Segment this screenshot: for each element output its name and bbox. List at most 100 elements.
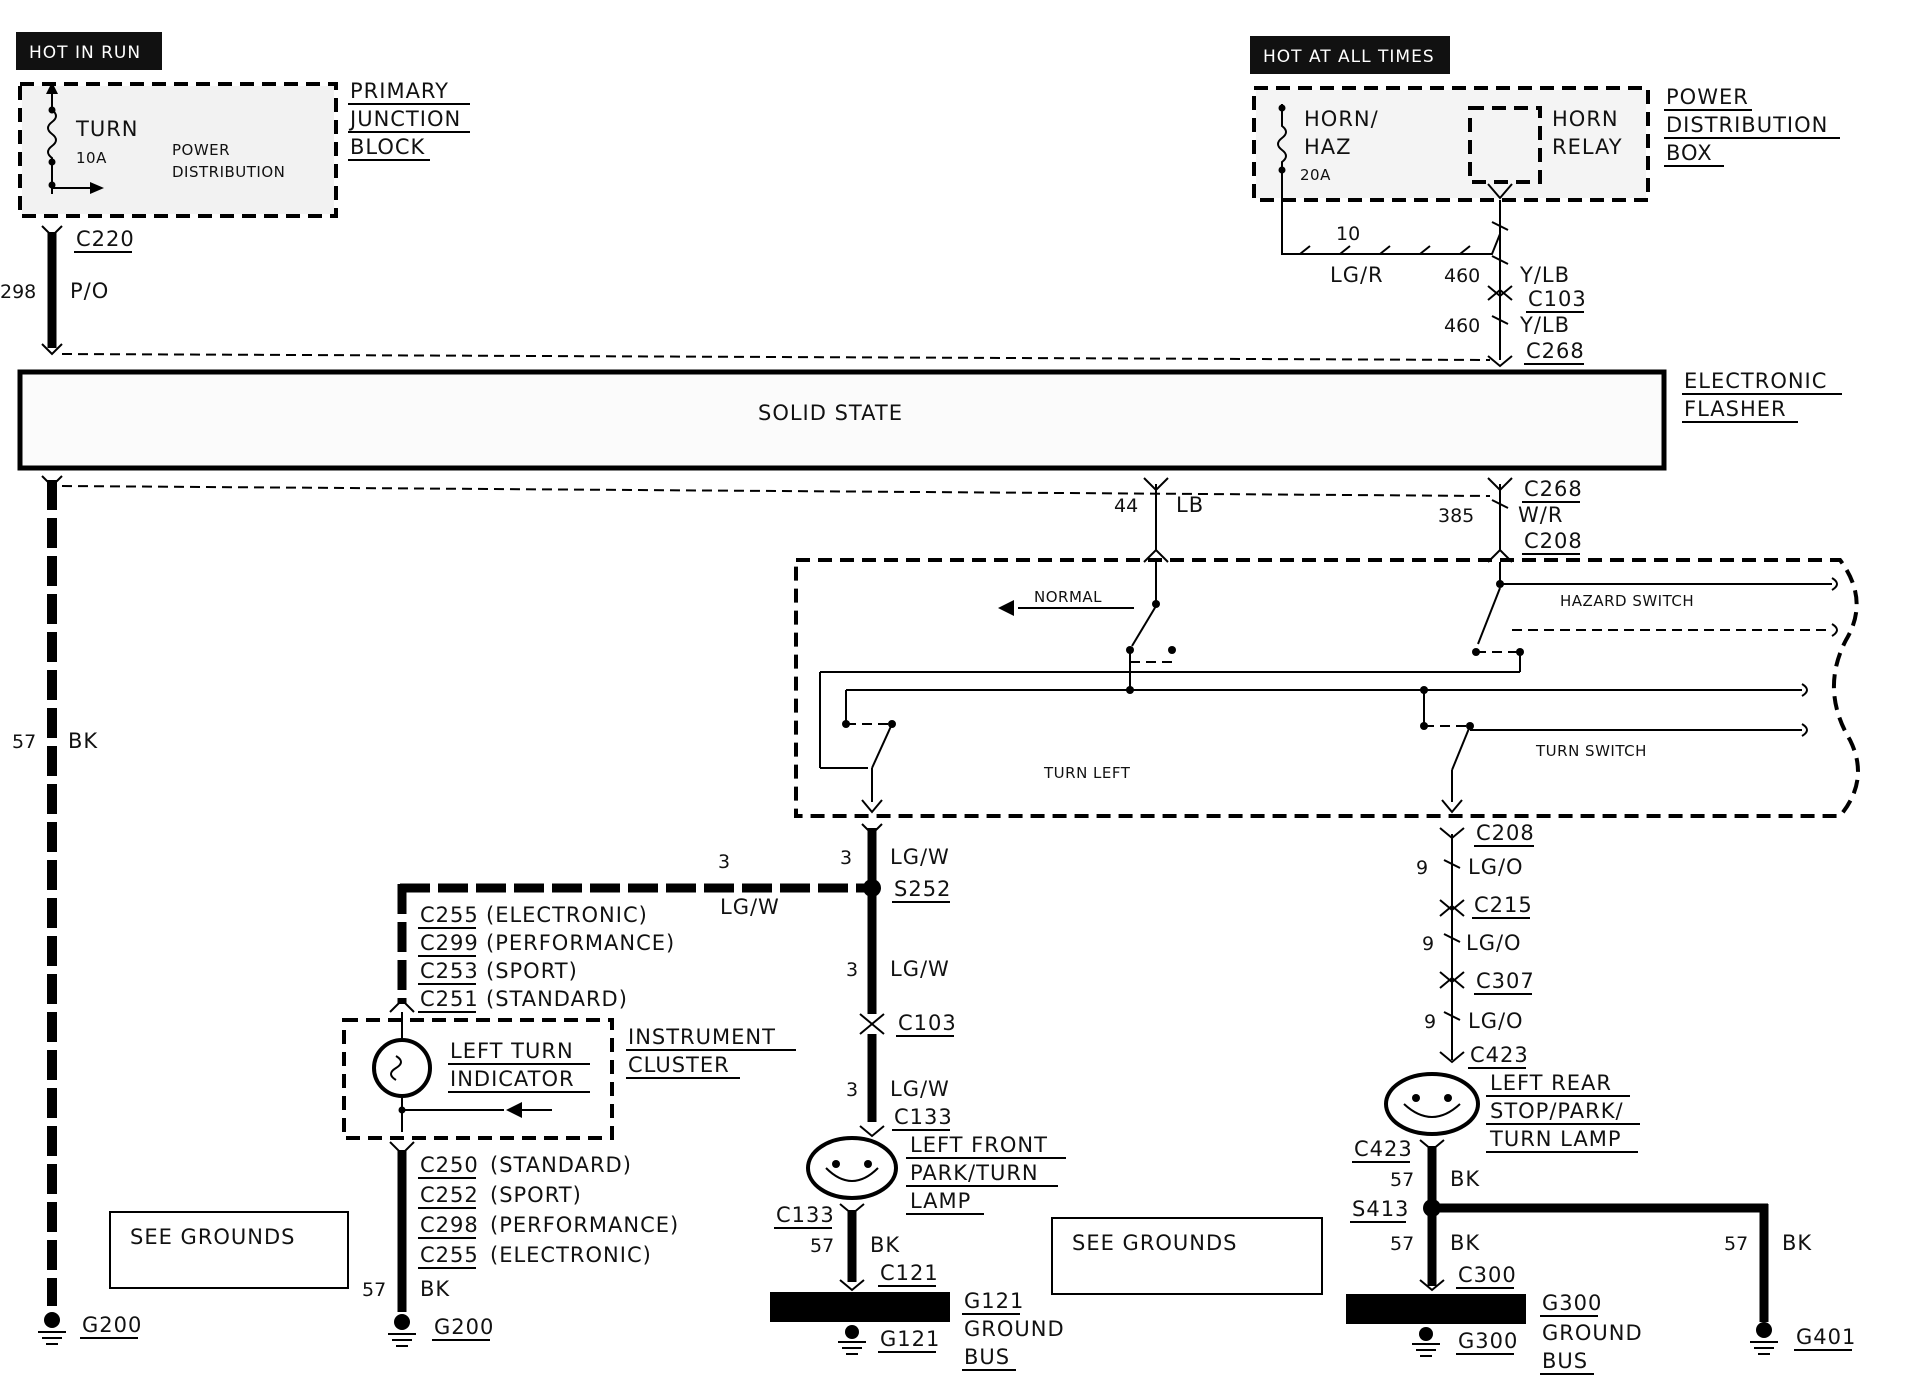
turn-fuse-label: TURN [75, 117, 139, 141]
left-turn-indicator-label-1: LEFT TURN [450, 1039, 574, 1063]
c268a-label: C268 [1526, 339, 1585, 363]
left-rear-label-2: STOP/PARK/ [1490, 1099, 1624, 1123]
c255-label: C255 [420, 903, 479, 927]
g200-cluster-label: G200 [434, 1315, 494, 1339]
primary-junction-block-box [18, 82, 338, 218]
wire-9a-number: 9 [1416, 857, 1428, 879]
left-front-label-3: LAMP [910, 1189, 971, 1213]
wire-ylb-b-color: Y/LB [1519, 313, 1570, 337]
c250-type: (STANDARD) [490, 1153, 632, 1177]
wire-lgo-a-color: LG/O [1468, 855, 1524, 879]
wire-9c-number: 9 [1424, 1011, 1436, 1033]
c121-label: C121 [880, 1261, 939, 1285]
normal-label: NORMAL [1034, 588, 1102, 606]
electronic-flasher [17, 369, 1667, 471]
arrow-icon [90, 182, 104, 194]
c208a-label: C208 [1524, 529, 1583, 553]
flasher-name-2: FLASHER [1684, 397, 1787, 421]
pjb-name-1: PRIMARY [350, 79, 449, 103]
horn-haz-label-2: HAZ [1304, 135, 1352, 159]
hazard-turn-switch-box [794, 558, 1860, 818]
turn-switch-label: TURN SWITCH [1535, 742, 1647, 760]
s252-splice [863, 879, 881, 897]
instrument-cluster-box [342, 1018, 614, 1140]
ground-icon [388, 1314, 416, 1347]
instrument-cluster-label-1: INSTRUMENT [628, 1025, 776, 1049]
c299-label: C299 [420, 931, 479, 955]
horn-haz-label-1: HORN/ [1304, 107, 1379, 131]
c268b-label: C268 [1524, 477, 1583, 501]
left-rear-label-1: LEFT REAR [1490, 1071, 1612, 1095]
c133a-label: C133 [894, 1105, 953, 1129]
c299-type: (PERFORMANCE) [486, 931, 675, 955]
c133b-label: C133 [776, 1203, 835, 1227]
g121-label-a: G121 [964, 1289, 1024, 1313]
c423a-label: C423 [1470, 1043, 1529, 1067]
distribution-label: DISTRIBUTION [172, 163, 285, 181]
wire-57-number: 57 [12, 731, 36, 753]
c255b-type: (ELECTRONIC) [490, 1243, 652, 1267]
pdb-name-1: POWER [1666, 85, 1749, 109]
left-front-label-2: PARK/TURN [910, 1161, 1039, 1185]
c298-type: (PERFORMANCE) [490, 1213, 679, 1237]
wire-57a-number: 57 [1390, 1169, 1414, 1191]
see-grounds-right: SEE GROUNDS [1072, 1231, 1238, 1255]
wire-3b-number: 3 [840, 847, 852, 869]
wire-lgw-c-color: LG/W [890, 957, 950, 981]
see-grounds-box-right [1051, 1217, 1323, 1295]
c103a-label: C103 [1528, 287, 1587, 311]
wire-bk-center-color: BK [870, 1233, 900, 1257]
wire-3a-number: 3 [718, 851, 730, 873]
ground-icon [38, 1312, 66, 1345]
c103-center-label: C103 [898, 1011, 957, 1035]
wire-57-center-number: 57 [810, 1235, 834, 1257]
ground-bus-2-label-2: BUS [1542, 1349, 1588, 1373]
hot-at-all-times-tag: HOT AT ALL TIMES [1263, 47, 1435, 67]
left-turn-indicator-label-2: INDICATOR [450, 1067, 575, 1091]
s252-label: S252 [894, 877, 951, 901]
wire-460b-number: 460 [1444, 315, 1480, 337]
hot-in-run-tag: HOT IN RUN [29, 43, 141, 63]
horn-relay-label-1: HORN [1552, 107, 1619, 131]
instrument-cluster-label-2: CLUSTER [628, 1053, 730, 1077]
pjb-name-3: BLOCK [350, 135, 426, 159]
c215-label: C215 [1474, 893, 1533, 917]
wire-bk-color: BK [68, 729, 98, 753]
ground-bus-2-label-1: GROUND [1542, 1321, 1643, 1345]
turn-fuse-amps: 10A [76, 149, 107, 167]
c251-type: (STANDARD) [486, 987, 628, 1011]
c250-label: C250 [420, 1153, 479, 1177]
hot-at-all-times-tag-bg [1250, 36, 1450, 74]
wire-po-color: P/O [70, 279, 109, 303]
cluster-arrow-icon [506, 1102, 522, 1118]
s413-splice [1423, 1199, 1441, 1217]
g200-left-label: G200 [82, 1313, 142, 1337]
c220-label: C220 [76, 227, 135, 251]
c307-label: C307 [1476, 969, 1535, 993]
pjb-name-2: JUNCTION [348, 107, 461, 131]
c423b-label: C423 [1354, 1137, 1413, 1161]
wire-wr-color: W/R [1518, 503, 1563, 527]
ground-bus-1-label-2: BUS [964, 1345, 1010, 1369]
wire-bk-c-color: BK [1782, 1231, 1812, 1255]
s413-label: S413 [1352, 1197, 1409, 1221]
c252-type: (SPORT) [490, 1183, 582, 1207]
g300-ground-bus [1346, 1294, 1526, 1324]
wire-298-number: 298 [0, 281, 36, 303]
c208-right-label: C208 [1476, 821, 1535, 845]
horn-relay-label-2: RELAY [1552, 135, 1623, 159]
horn-haz-fuse-icon [1277, 104, 1287, 186]
wire-460a-number: 460 [1444, 265, 1480, 287]
c253-type: (SPORT) [486, 959, 578, 983]
wire-lb-color: LB [1176, 493, 1204, 517]
see-grounds-box-left [109, 1211, 349, 1289]
see-grounds-left: SEE GROUNDS [130, 1225, 296, 1249]
wire-lgr-color: LG/R [1330, 263, 1384, 287]
wire-57b-number: 57 [1390, 1233, 1414, 1255]
turn-left-label: TURN LEFT [1043, 764, 1131, 782]
hot-in-run-tag-bg [16, 32, 162, 70]
normal-arrow-icon [998, 600, 1014, 616]
c251-label: C251 [420, 987, 479, 1011]
turn-indicator-bulb-icon [372, 1038, 432, 1098]
wire-10-number: 10 [1336, 223, 1360, 245]
